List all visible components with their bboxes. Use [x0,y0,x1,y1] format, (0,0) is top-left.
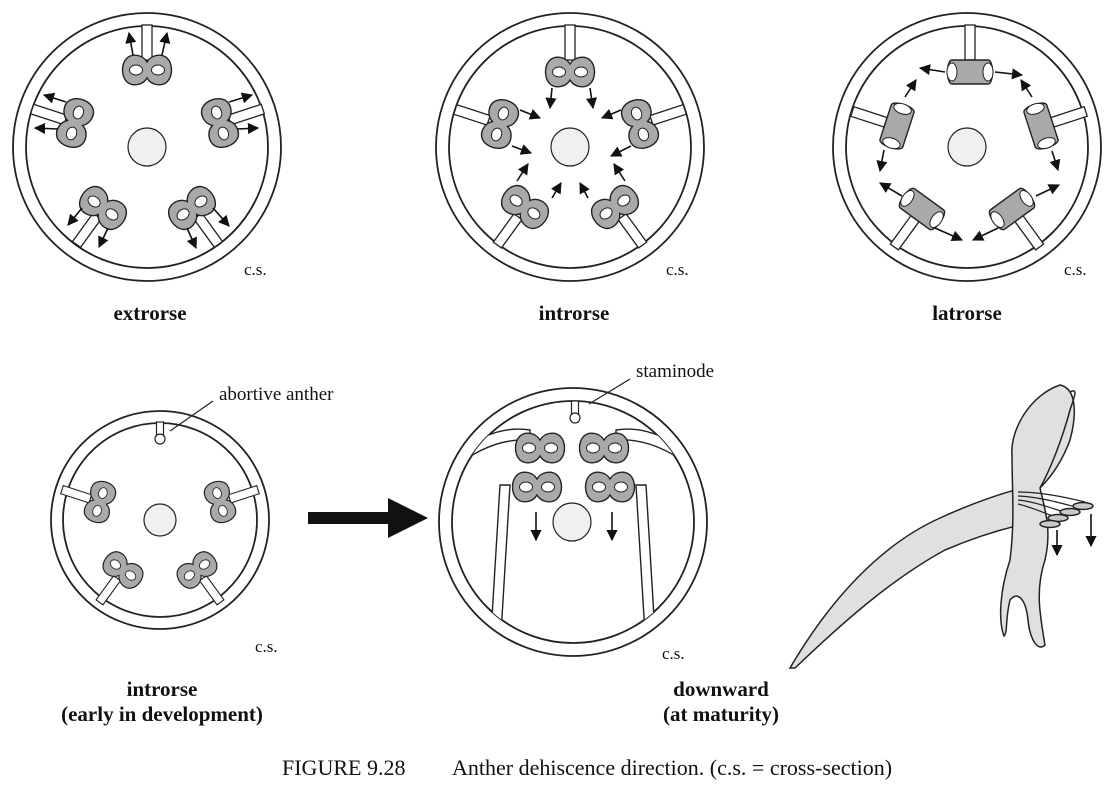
panel-title-extrorse: extrorse [113,301,186,325]
dehiscence-arrows [876,64,1061,242]
staminode-callout: staminode [636,361,714,382]
staminode [569,400,581,424]
anther-row-upper-left [514,432,566,464]
anther-top [121,24,173,86]
dehiscence-arrows [33,31,260,250]
dehiscence-arrows [511,87,632,199]
central-ovary [143,503,177,537]
cross-section-label: c.s. [1064,260,1087,279]
anther-upper-right [201,477,261,527]
dehiscence-arrows [530,512,618,542]
development-arrow [308,498,428,538]
anther-upper-left [59,477,119,527]
panel-subtitle-early: (early in development) [61,702,263,726]
cross-section-label: c.s. [666,260,689,279]
anther-lower-right [985,185,1045,251]
latrorse-diagram: c.s. latrorse [832,12,1102,325]
introrse-diagram: c.s. introrse [435,12,705,325]
panel-title-introrse: introrse [539,301,610,325]
anther-row-upper-right [578,432,630,464]
introrse-early-diagram: abortive anther c.s. introrse (early in … [50,384,334,726]
downward-mature-diagram: staminode c.s. downward (at maturity) [438,361,779,726]
anther-lower-right [585,179,648,249]
dehiscence-arrows [1051,514,1097,557]
central-ovary [550,127,590,167]
panel-title-downward: downward [673,677,769,701]
anther-upper-left [452,95,523,153]
cross-section-label: c.s. [662,644,685,663]
extrorse-diagram: c.s. extrorse [12,12,282,325]
anther-lower-left [889,185,949,251]
central-ovary [947,127,987,167]
anther-row-lower-left [511,471,563,503]
anther-top [544,24,596,88]
abortive-anther-callout: abortive anther [219,384,334,405]
flower-side-view [788,384,1097,669]
cross-section-label: c.s. [255,637,278,656]
anther-upper-left [849,99,917,153]
anther-row-lower-right [584,471,636,503]
anther-lower-left [71,180,133,249]
anther-lower-right [172,547,225,606]
panel-title-introrse-early: introrse [127,677,198,701]
figure-caption: FIGURE 9.28 Anther dehiscence direction.… [282,755,892,780]
anther-upper-left [29,94,98,152]
anther-lower-left [95,547,148,606]
abortive-anther [154,421,166,445]
central-ovary [552,502,592,542]
anther-lower-left [492,179,555,249]
cross-section-label: c.s. [244,260,267,279]
panel-subtitle-maturity: (at maturity) [663,702,779,726]
central-ovary [127,127,167,167]
figure-caption-text: Anther dehiscence direction. (c.s. = cro… [452,755,892,780]
anther-upper-right [617,95,688,153]
anther-top [946,24,994,85]
anther-upper-right [197,94,266,152]
figure-number: FIGURE 9.28 [282,755,405,780]
panel-title-latrorse: latrorse [932,301,1002,325]
anther-lower-right [162,180,224,249]
anther-upper-right [1021,99,1089,153]
